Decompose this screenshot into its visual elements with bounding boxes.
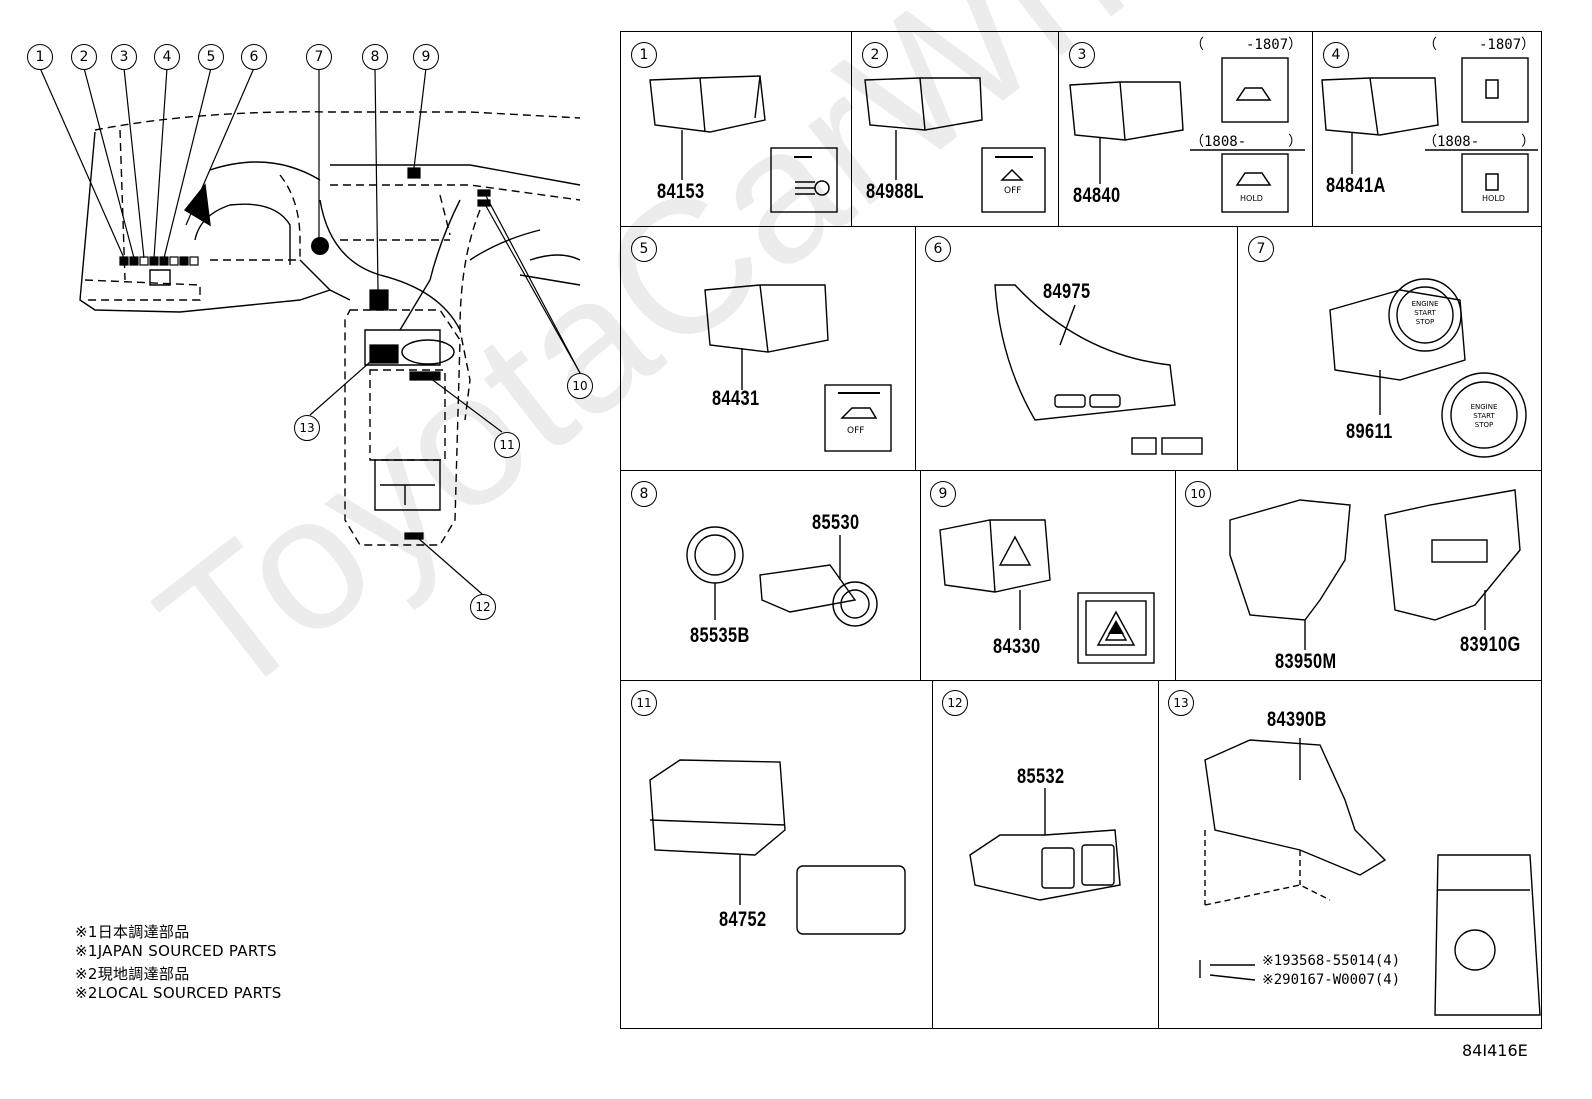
panel-3-range-early: （ -1807） (1190, 37, 1303, 53)
start-button-icon-text: ENGINE START STOP (1466, 403, 1502, 430)
callout-6: 6 (241, 44, 267, 70)
note-local-en: ※2LOCAL SOURCED PARTS (75, 984, 282, 1002)
hold-icon-label: HOLD (1240, 194, 1263, 203)
start-button-line-1: ENGINE (1411, 300, 1439, 308)
part-number-84975: 84975 (1043, 280, 1091, 303)
diagram-code: 84I416E (1462, 1041, 1528, 1060)
note-japan-en: ※1JAPAN SOURCED PARTS (75, 942, 277, 960)
note-japan-jp: ※1日本調達部品 (75, 923, 190, 941)
panel-4-number: 4 (1323, 42, 1349, 68)
part-number-84330: 84330 (993, 635, 1041, 658)
callout-9: 9 (413, 44, 439, 70)
panel-12-number: 12 (942, 690, 968, 716)
panel-3-range-late: （1808- ） (1190, 134, 1303, 150)
panel-13 (1158, 680, 1542, 1029)
panel-1-number: 1 (631, 42, 657, 68)
part-number-85535B: 85535B (690, 624, 750, 647)
callout-1: 1 (27, 44, 53, 70)
callout-4: 4 (154, 44, 180, 70)
part-number-84840: 84840 (1073, 184, 1121, 207)
start-button-line-2: START (1414, 309, 1436, 317)
start-icon-line-1: ENGINE (1470, 403, 1498, 411)
panel-2-number: 2 (862, 42, 888, 68)
panel-11-number: 11 (631, 690, 657, 716)
part-number-84390B: 84390B (1267, 708, 1327, 731)
panel-5-number: 5 (631, 236, 657, 262)
callout-13: 13 (294, 415, 320, 441)
panel-3-number: 3 (1069, 42, 1095, 68)
panel-6-number: 6 (925, 236, 951, 262)
off-icon-label-2: OFF (847, 426, 865, 436)
part-number-84431: 84431 (712, 387, 760, 410)
panel-8-number: 8 (631, 481, 657, 507)
note-local-jp: ※2現地調達部品 (75, 965, 190, 983)
part-number-84988L: 84988L (866, 180, 924, 203)
part-number-84153: 84153 (657, 180, 705, 203)
part-number-83910G: 83910G (1460, 633, 1521, 656)
part-number-84841A: 84841A (1326, 174, 1386, 197)
callout-7: 7 (306, 44, 332, 70)
hold-icon-label-2: HOLD (1482, 194, 1505, 203)
panel-4-range-early: （ -1807） (1423, 37, 1536, 53)
bolt-spec-japan: ※193568-55014(4) (1262, 953, 1401, 969)
callout-3: 3 (111, 44, 137, 70)
start-button-line-3: STOP (1415, 318, 1435, 326)
panel-4-range-late: （1808- ） (1423, 134, 1536, 150)
off-icon-label: OFF (1004, 186, 1022, 196)
callout-10: 10 (567, 373, 593, 399)
start-button-text: ENGINE START STOP (1409, 300, 1441, 327)
callout-12: 12 (470, 594, 496, 620)
part-number-83950M: 83950M (1275, 650, 1337, 673)
part-number-85530: 85530 (812, 511, 860, 534)
start-icon-line-2: START (1473, 412, 1495, 420)
panel-7-number: 7 (1248, 236, 1274, 262)
part-number-84752: 84752 (719, 908, 767, 931)
part-number-89611: 89611 (1346, 420, 1393, 443)
callout-11: 11 (494, 432, 520, 458)
callout-5: 5 (198, 44, 224, 70)
part-number-85532: 85532 (1017, 765, 1065, 788)
bolt-spec-local: ※290167-W0007(4) (1262, 972, 1401, 988)
start-icon-line-3: STOP (1474, 421, 1494, 429)
callout-2: 2 (71, 44, 97, 70)
panel-9-number: 9 (930, 481, 956, 507)
panel-13-number: 13 (1168, 690, 1194, 716)
callout-8: 8 (362, 44, 388, 70)
panel-10-number: 10 (1185, 481, 1211, 507)
